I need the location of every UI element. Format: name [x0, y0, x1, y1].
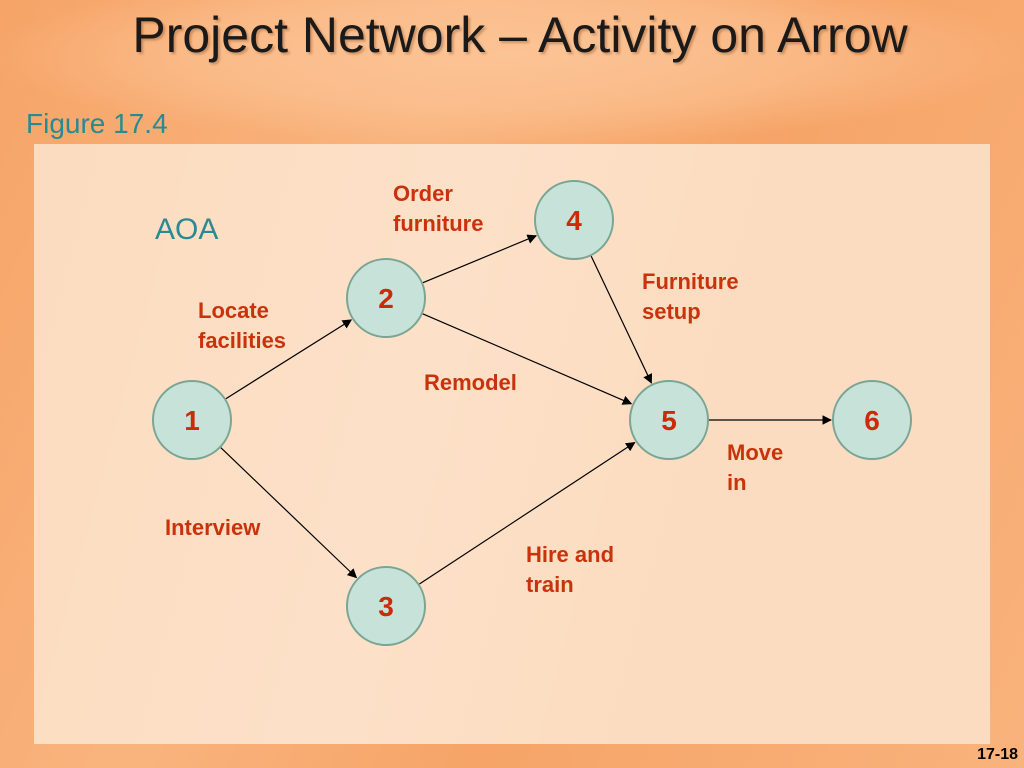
- node-label-1: 1: [184, 405, 200, 436]
- activity-label-2-4: Order furniture: [393, 181, 484, 236]
- node-label-3: 3: [378, 591, 394, 622]
- node-label-6: 6: [864, 405, 880, 436]
- node-4: 4: [534, 180, 614, 260]
- node-5: 5: [629, 380, 709, 460]
- activity-arrow-1-3: [220, 447, 358, 579]
- node-6: 6: [832, 380, 912, 460]
- node-label-2: 2: [378, 283, 394, 314]
- node-circle-6: [832, 380, 912, 460]
- node-2: 2: [346, 258, 426, 338]
- node-label-5: 5: [661, 405, 677, 436]
- node-3: 3: [346, 566, 426, 646]
- edges-layer: [220, 234, 832, 585]
- activity-label-3-5: Hire and train: [526, 542, 615, 597]
- activity-label-1-3: Interview: [165, 515, 261, 540]
- node-circle-3: [346, 566, 426, 646]
- activity-label-2-5: Remodel: [424, 370, 517, 395]
- slide-title: Project Network – Activity on Arrow: [132, 7, 908, 63]
- activity-arrow-4-5: [590, 255, 653, 384]
- node-circle-1: [152, 380, 232, 460]
- activity-arrow-2-4: [422, 234, 538, 284]
- figure-label: Figure 17.4: [26, 108, 168, 139]
- activity-label-4-5: Furniture setup: [642, 269, 739, 324]
- node-label-4: 4: [566, 205, 582, 236]
- nodes-layer: 1 2 3 4 5 6: [152, 180, 912, 646]
- node-1: 1: [152, 380, 232, 460]
- activity-arrow-1-2: [225, 319, 353, 400]
- node-circle-5: [629, 380, 709, 460]
- activity-arrow-2-5: [422, 313, 633, 405]
- page-number: 17-18: [977, 746, 1018, 763]
- diagram-label-aoa: AOA: [155, 213, 219, 246]
- node-circle-2: [346, 258, 426, 338]
- activity-label-5-6: Move in: [727, 440, 784, 495]
- activity-label-1-2: Locate facilities: [198, 298, 287, 353]
- activity-arrow-3-5: [419, 441, 636, 585]
- node-circle-4: [534, 180, 614, 260]
